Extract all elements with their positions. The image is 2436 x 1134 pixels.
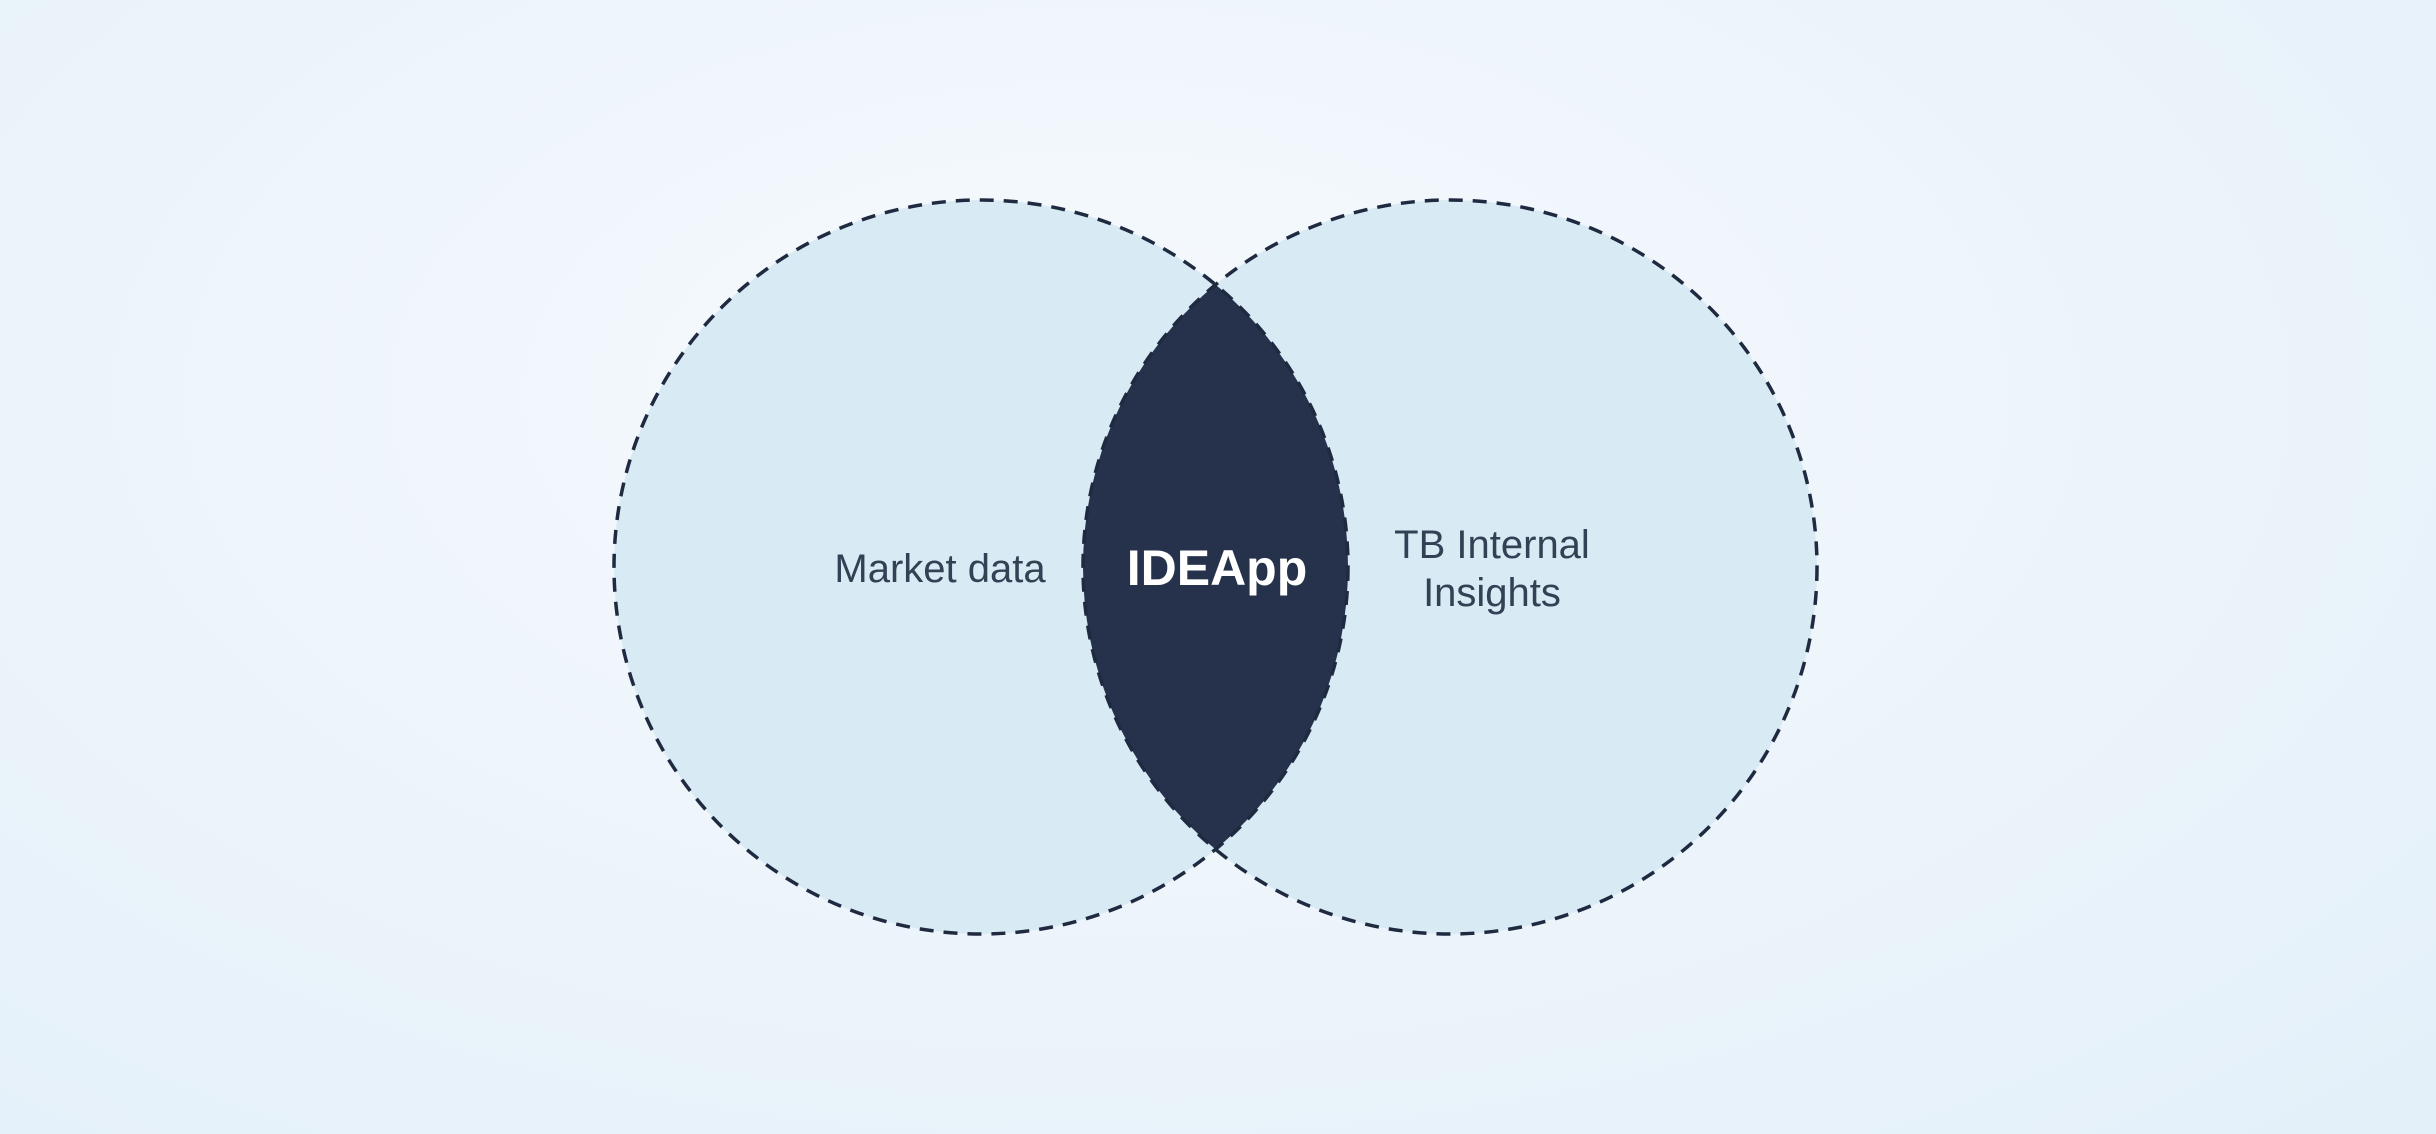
label-market-data: Market data bbox=[834, 547, 1046, 591]
set-outline-market-data bbox=[612, 198, 1350, 936]
label-tb-internal-line1: TB Internal bbox=[1394, 523, 1590, 567]
intersection-lens bbox=[1083, 200, 1348, 934]
set-outline-tb-internal-insights bbox=[1081, 198, 1819, 936]
label-tb-internal-line2: Insights bbox=[1423, 571, 1561, 615]
label-intersection: IDEApp bbox=[1127, 540, 1308, 596]
